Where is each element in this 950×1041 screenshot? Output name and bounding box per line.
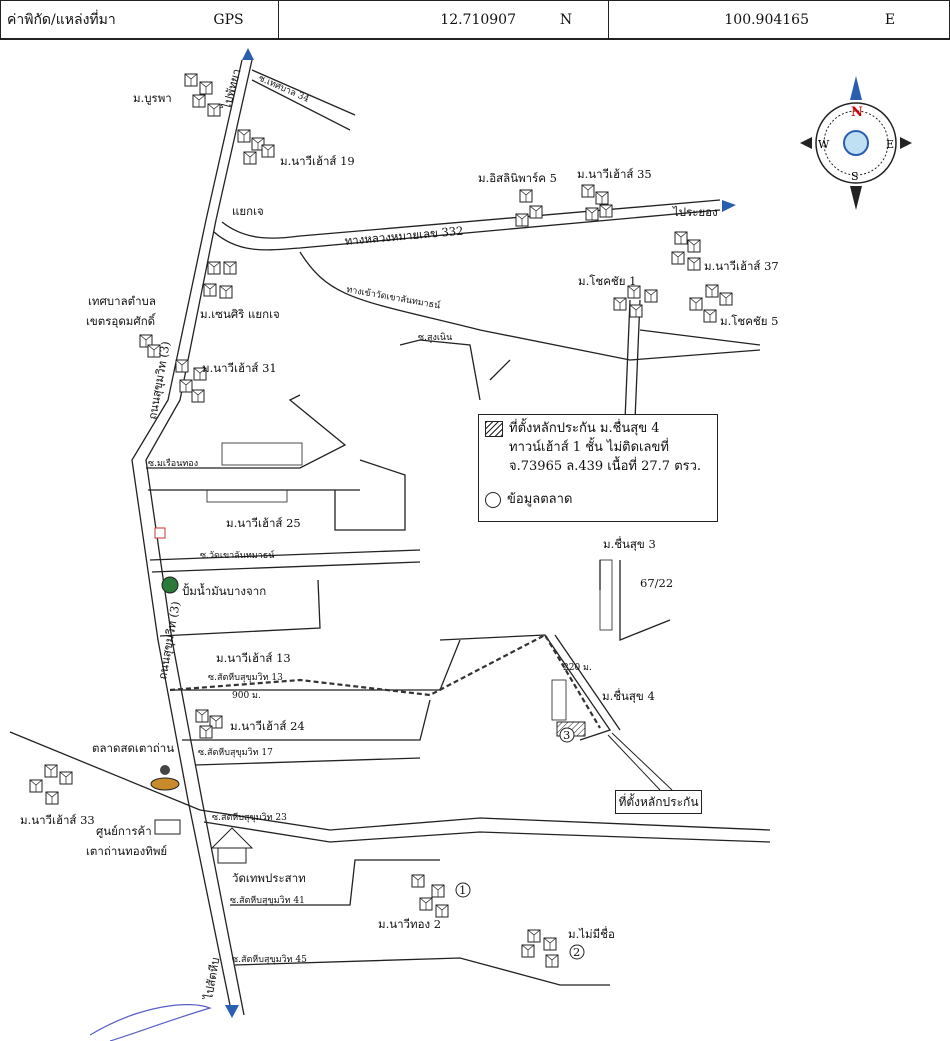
legend-line-3: จ.73965 ล.439 เนื้อที่ 27.7 ตรว.: [509, 459, 702, 474]
townhouse-rows: [206, 442, 613, 721]
label-soi-thesaban34: ซ.เทศบาล 34: [257, 74, 311, 105]
label-navy13: ม.นาวีเฮ้าส์ 13: [216, 651, 291, 665]
legend-box: ที่ตั้งหลักประกัน ม.ชื่นสุข 4 ทาวน์เฮ้าส…: [478, 414, 718, 522]
temple-icon: [210, 827, 254, 864]
market-circle-swatch: [485, 491, 501, 508]
market-marker-1: 1: [459, 883, 466, 897]
label-m-burapha: ม.บูรพา: [133, 91, 172, 105]
compass-rose: N S W E: [800, 76, 912, 210]
latitude-direction: N: [524, 1, 609, 38]
label-navy31: ม.นาวีเฮ้าส์ 31: [202, 361, 277, 375]
label-navy19: ม.นาวีเฮ้าส์ 19: [280, 154, 355, 168]
rayong-arrow-icon: [722, 200, 736, 212]
label-sukhumvit-b: ถนนสุขุมวิท (3): [155, 600, 183, 680]
sattahip-arrow-icon: [225, 1005, 239, 1018]
market-icon: [150, 765, 180, 791]
label-to-pattaya: ไปพัทยา: [219, 67, 244, 112]
compass-east: E: [886, 138, 894, 151]
north-arrow-icon: [850, 76, 862, 100]
legend-market: ข้อมูลตลาด: [507, 492, 573, 507]
longitude-value: 100.904165: [724, 11, 809, 28]
market-markers: 1 2 3: [455, 727, 585, 960]
legend-line-1: ที่ตั้งหลักประกัน ม.ชื่นสุข 4: [509, 421, 660, 436]
label-soi-skv41: ซ.สัตหีบสุขุมวิท 41: [230, 895, 305, 906]
label-chuensuk4: ม.ชื่นสุข 4: [602, 688, 655, 703]
label-chokchai5: ม.โชคชัย 5: [720, 314, 778, 328]
label-isara5: ม.อิสลินิพาร์ค 5: [478, 171, 557, 185]
label-dist-220: 220 ม.: [563, 663, 592, 673]
compass-south: S: [851, 170, 859, 183]
label-soi-skv45: ซ.สัตหีบสุขุมวิท 45: [232, 954, 307, 965]
signature-scribble: [89, 1004, 212, 1041]
latitude-value: 12.710907: [440, 11, 516, 28]
map-labels: ม.บูรพา ซ.เทศบาล 34 ไปพัทยา ม.นาวีเฮ้าส์…: [20, 67, 779, 1001]
label-to-sattahip: ไปสัตหีบ: [201, 956, 222, 1001]
market-marker-2: 2: [573, 945, 580, 959]
label-chokchai1: ม.โชคชัย 1: [578, 274, 636, 288]
longitude-direction: E: [884, 11, 896, 28]
label-gas-station: ปั้มน้ำมันบางจาก: [182, 583, 266, 598]
gas-station-icon: [161, 576, 179, 594]
label-to-rayong: ไประยอง: [672, 205, 718, 219]
label-chuensuk3: ม.ชื่นสุข 3: [603, 536, 656, 551]
compass-north: N: [851, 105, 863, 120]
label-yaek-jae: แยกเจ: [232, 204, 264, 218]
label-shop-a: ศูนย์การค้า: [96, 824, 152, 838]
route-path: [169, 633, 601, 729]
label-sensiri: ม.เซนศิริ แยกเจ: [200, 307, 280, 321]
market-marker-3: 3: [563, 728, 570, 742]
label-road-temple: ทางเข้าวัดเขาลันทมาธน์: [345, 283, 441, 311]
callout-line: [607, 734, 661, 791]
highway-332: [213, 199, 736, 251]
label-navy-thong2: ม.นาวีทอง 2: [378, 917, 441, 931]
coordinate-source: GPS: [179, 1, 279, 38]
side-roads: [9, 69, 771, 986]
label-market-tao: ตลาดสดเตาถ่าน: [92, 741, 174, 755]
sukhumvit-road: [131, 59, 253, 1016]
label-soi-skv13: ซ.สัตหีบสุขุมวิท 13: [208, 672, 283, 683]
label-no-name: ม.ไม่มีชื่อ: [568, 926, 615, 941]
label-dist-900: 900 ม.: [232, 691, 261, 701]
label-6722: 67/22: [640, 576, 673, 590]
label-navy37: ม.นาวีเฮ้าส์ 37: [704, 259, 779, 273]
label-thesaban-b: เขตรอุดมศักดิ์: [86, 312, 157, 328]
label-navy33: ม.นาวีเฮ้าส์ 33: [20, 813, 95, 827]
hatch-swatch: [485, 421, 503, 437]
compass-west: W: [818, 138, 830, 151]
seven-eleven-icon: [154, 527, 166, 539]
label-soi-skv23: ซ.สัตหีบสุขุมวิท 23: [212, 812, 287, 823]
label-shop-b: เตาถ่านทองทิพย์: [86, 844, 167, 858]
label-soi-ruenthong: ซ.มเรือนทอง: [148, 458, 198, 469]
label-soi-sungnoen: ซ.สูงเนิน: [418, 332, 452, 343]
pattaya-arrow-icon: [242, 48, 254, 60]
location-map: 1 2 3 N S W E ม.บูรพา ซ.เทศบาล 34 ไปพัทย…: [9, 48, 912, 1041]
label-soi-skv17: ซ.สัตหีบสุขุมวิท 17: [198, 747, 273, 758]
label-thesaban-a: เทศบาลตำบล: [88, 294, 156, 308]
label-soi-khaolan: ซ.วัดเขาลันทมาธน์: [200, 549, 274, 561]
label-wat: วัดเทพประสาท: [232, 871, 306, 885]
legend-line-2: ทาวน์เฮ้าส์ 1 ชั้น ไม่ติดเลขที่: [509, 440, 669, 455]
label-navy24: ม.นาวีเฮ้าส์ 24: [230, 719, 305, 733]
label-navy35: ม.นาวีเฮ้าส์ 35: [577, 167, 652, 181]
coordinate-label: ค่าพิกัด/แหล่งที่มา: [7, 11, 116, 28]
label-navy25: ม.นาวีเฮ้าส์ 25: [226, 516, 301, 530]
coordinate-header: ค่าพิกัด/แหล่งที่มา GPS 12.710907 N 100.…: [0, 0, 950, 40]
shopping-center-icon: [154, 819, 181, 835]
collateral-callout: ที่ตั้งหลักประกัน: [615, 790, 702, 814]
landmarks: [150, 48, 254, 1018]
